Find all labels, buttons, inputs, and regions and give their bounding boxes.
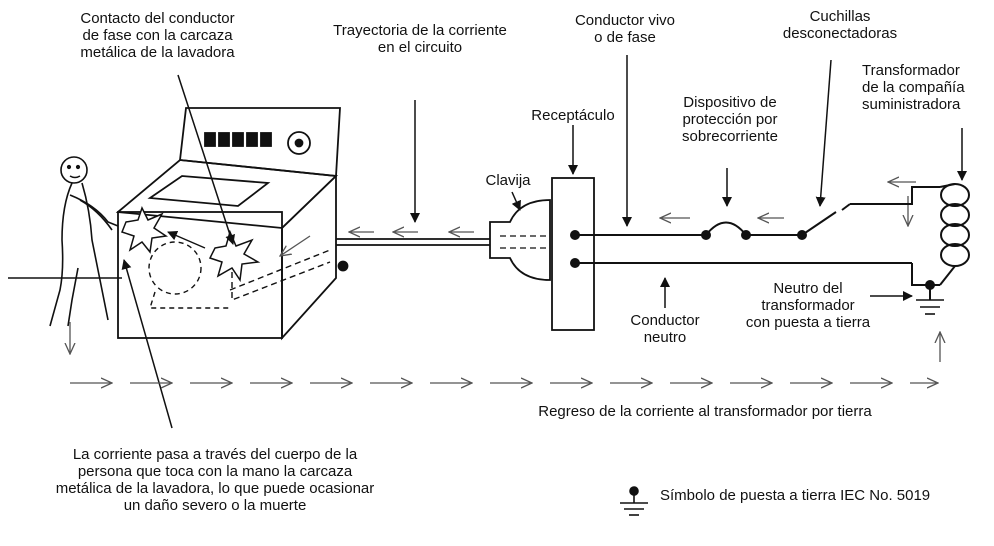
label-conductor-vivo: Conductor vivo o de fase — [574, 12, 676, 46]
spark-icon — [121, 206, 261, 283]
label-clavija: Clavija — [485, 172, 531, 189]
transformer-ground-icon — [916, 299, 944, 315]
switch-terminal — [797, 230, 807, 240]
label-conductor-neutro: Conductor neutro — [630, 312, 700, 346]
label-cuchillas: Cuchillas desconectadoras — [782, 8, 898, 42]
label-simbolo: Símbolo de puesta a tierra IEC No. 5019 — [660, 487, 931, 504]
washing-machine — [115, 107, 349, 341]
fuse-terminal-left — [701, 230, 711, 240]
plug-clavija — [489, 199, 551, 281]
circuit-current-arrows — [70, 182, 940, 362]
appliance-cable — [336, 238, 490, 246]
phase-conductor — [575, 186, 940, 236]
internal-current-arrow — [167, 230, 206, 249]
label-pointers — [121, 55, 967, 429]
label-receptaculo: Receptáculo — [531, 107, 615, 124]
label-regreso: Regreso de la corriente al transformador… — [538, 403, 872, 420]
iec-ground-symbol-icon — [620, 486, 648, 516]
receptacle-box — [551, 177, 595, 331]
label-dispositivo: Dispositivo de protección por sobrecorri… — [682, 94, 778, 145]
person-figure — [49, 156, 119, 327]
label-transformador: Transformador de la compañía suministrad… — [862, 62, 965, 113]
neutral-ground-terminal — [925, 280, 935, 290]
transformer-coil — [939, 183, 970, 286]
label-cuerpo: La corriente pasa a través del cuerpo de… — [55, 446, 375, 514]
label-contacto: Contacto del conductor de fase con la ca… — [80, 10, 235, 61]
label-trayectoria: Trayectoria de la corriente en el circui… — [333, 22, 507, 56]
fuse-terminal-right — [741, 230, 751, 240]
label-neutro-transformador: Neutro del transformador con puesta a ti… — [745, 280, 871, 331]
